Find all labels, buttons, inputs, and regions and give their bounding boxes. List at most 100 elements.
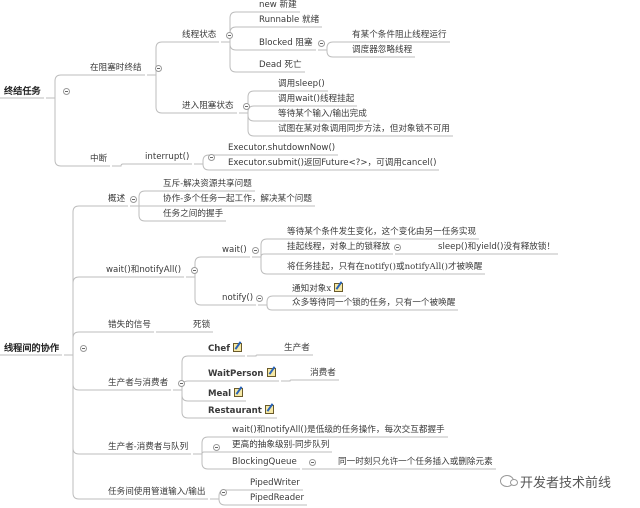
node-meal[interactable]: Meal bbox=[208, 388, 244, 400]
wechat-icon bbox=[500, 475, 518, 487]
node-queue-sync-queue[interactable]: 更高的抽象级别-同步队列 bbox=[232, 440, 330, 450]
node-producer[interactable]: 生产者 bbox=[284, 343, 310, 353]
branch-connector bbox=[173, 389, 204, 419]
node-overview-mutex[interactable]: 互斥-解决资源共享问题 bbox=[163, 179, 252, 189]
node-sync-lock-unavailable[interactable]: 试图在某对象调用同步方法，但对象锁不可用 bbox=[278, 124, 450, 134]
node-piped-io[interactable]: 任务间使用管道输入/输出 bbox=[108, 487, 206, 497]
node-notify-object-x[interactable]: 通知对象x bbox=[292, 283, 344, 295]
node-producer-consumer[interactable]: 生产者与消费者 bbox=[108, 378, 169, 388]
branch-connector bbox=[112, 163, 141, 167]
node-wait-suspend-until-notify[interactable]: 将任务挂起，只有在notify()或notifyAll()才被唤醒 bbox=[287, 262, 483, 272]
node-terminate-while-blocked[interactable]: 在阻塞时终结 bbox=[90, 63, 142, 73]
node-blocked-reason-scheduler[interactable]: 调度器忽略线程 bbox=[352, 45, 413, 55]
node-wait-release-lock[interactable]: 挂起线程，对象上的锁释放 bbox=[287, 242, 391, 252]
node-wait[interactable]: wait() bbox=[222, 245, 247, 255]
node-chef[interactable]: Chef bbox=[208, 343, 242, 355]
node-sleep-yield-no-release[interactable]: sleep()和yield()没有释放锁！ bbox=[438, 242, 556, 252]
collapse-toggle-thread-state[interactable] bbox=[226, 32, 233, 39]
branch-connector bbox=[221, 41, 255, 73]
node-enter-blocked-state[interactable]: 进入阻塞状态 bbox=[182, 101, 234, 111]
node-wait-notifyall[interactable]: wait()和notifyAll() bbox=[106, 265, 182, 275]
node-executor-shutdown-now[interactable]: Executor.shutdownNow() bbox=[228, 143, 336, 153]
node-producer-consumer-queue[interactable]: 生产者-消费者与队列 bbox=[108, 442, 189, 452]
node-consumer[interactable]: 消费者 bbox=[310, 368, 336, 378]
node-piped-reader[interactable]: PipedReader bbox=[250, 493, 304, 503]
node-blocked-reason-condition[interactable]: 有某个条件阻止线程运行 bbox=[352, 30, 447, 40]
branch-connector bbox=[247, 354, 280, 357]
root-node-end-task[interactable]: 终结任务 bbox=[4, 86, 41, 97]
collapse-toggle-release-lock[interactable] bbox=[394, 244, 401, 251]
branch-connector bbox=[147, 41, 178, 76]
node-thread-state[interactable]: 线程状态 bbox=[182, 30, 217, 40]
node-executor-submit[interactable]: Executor.submit()返回Future<?>，可调用cancel() bbox=[228, 158, 437, 168]
collapse-toggle-blocking-queue[interactable] bbox=[309, 459, 316, 466]
branch-connector bbox=[210, 498, 246, 506]
node-overview-cooperate[interactable]: 协作-多个任务一起工作，解决某个问题 bbox=[163, 194, 312, 204]
node-state-blocked[interactable]: Blocked 阻塞 bbox=[259, 38, 313, 48]
note-icon[interactable] bbox=[234, 388, 244, 397]
branch-connector bbox=[64, 205, 104, 356]
node-blocking-queue[interactable]: BlockingQueue bbox=[232, 457, 297, 467]
note-icon[interactable] bbox=[233, 343, 242, 352]
node-state-dead[interactable]: Dead 死亡 bbox=[259, 60, 302, 70]
branch-connector bbox=[239, 112, 274, 137]
branch-connector bbox=[186, 256, 218, 278]
note-icon[interactable] bbox=[266, 368, 276, 377]
collapse-toggle-wait-notifyall[interactable] bbox=[191, 267, 198, 274]
branch-connector bbox=[194, 163, 224, 171]
branch-connector bbox=[173, 355, 204, 391]
branch-connector bbox=[318, 41, 348, 51]
collapse-toggle-pc-queue[interactable] bbox=[213, 444, 220, 451]
collapse-toggle-wait[interactable] bbox=[252, 247, 259, 254]
node-missed-signal[interactable]: 错失的信号 bbox=[108, 320, 151, 330]
node-queue-low-level-ops[interactable]: wait()和notifyAll()是低级的任务操作，每次交互都握手 bbox=[232, 425, 445, 435]
branch-connector bbox=[130, 205, 159, 222]
node-piped-writer[interactable]: PipedWriter bbox=[250, 478, 300, 488]
node-notify[interactable]: notify() bbox=[222, 293, 254, 303]
collapse-toggle-blocked[interactable] bbox=[318, 40, 325, 47]
node-state-new[interactable]: new 新建 bbox=[259, 0, 297, 10]
branch-connector bbox=[64, 354, 104, 391]
branch-connector bbox=[193, 436, 228, 455]
collapse-toggle-notify[interactable] bbox=[256, 295, 263, 302]
branch-connector bbox=[64, 354, 104, 500]
branch-connector bbox=[193, 453, 228, 470]
collapse-toggle-interrupt[interactable] bbox=[208, 154, 215, 161]
collapse-toggle-cooperation[interactable] bbox=[80, 345, 87, 352]
node-wait-condition-change[interactable]: 等待某个条件发生变化，这个变化由另一任务实现 bbox=[287, 227, 477, 237]
branch-connector bbox=[64, 331, 104, 356]
node-waitperson[interactable]: WaitPerson bbox=[208, 368, 276, 380]
note-icon[interactable] bbox=[264, 405, 274, 414]
node-deadlock[interactable]: 死锁 bbox=[193, 320, 211, 330]
node-call-wait[interactable]: 调用wait()线程挂起 bbox=[278, 94, 355, 104]
node-overview[interactable]: 概述 bbox=[108, 194, 126, 204]
branch-connector bbox=[318, 49, 348, 58]
node-blocking-queue-one-task[interactable]: 同一时刻只允许一个任务插入或删除元素 bbox=[338, 457, 493, 467]
node-interrupt[interactable]: 中断 bbox=[90, 154, 108, 164]
node-call-sleep[interactable]: 调用sleep() bbox=[278, 79, 325, 89]
node-notify-one-woken[interactable]: 众多等待同一个锁的任务，只有一个被唤醒 bbox=[292, 298, 456, 308]
watermark: 开发者技术前线 bbox=[500, 470, 611, 492]
root-node-thread-cooperation[interactable]: 线程间的协作 bbox=[4, 343, 60, 354]
branch-connector bbox=[147, 74, 178, 114]
node-overview-handshake[interactable]: 任务之间的握手 bbox=[163, 209, 224, 219]
branch-connector bbox=[186, 276, 218, 306]
branch-connector bbox=[46, 74, 86, 99]
branch-connector bbox=[210, 489, 246, 500]
branch-connector bbox=[252, 256, 283, 275]
collapse-toggle-enter-blocked[interactable] bbox=[243, 103, 250, 110]
collapse-toggle-producer-consumer[interactable] bbox=[178, 380, 185, 387]
node-wait-io[interactable]: 等待某个输入/输出完成 bbox=[278, 109, 367, 119]
branch-connector bbox=[130, 190, 159, 207]
node-restaurant[interactable]: Restaurant bbox=[208, 405, 274, 417]
node-state-runnable[interactable]: Runnable 就绪 bbox=[259, 15, 320, 25]
note-icon[interactable] bbox=[334, 283, 344, 292]
collapse-toggle-piped-io[interactable] bbox=[220, 489, 227, 496]
collapse-toggle-overview[interactable] bbox=[130, 196, 137, 203]
branch-connector bbox=[258, 304, 288, 311]
watermark-text: 开发者技术前线 bbox=[520, 475, 612, 491]
collapse-toggle-end-task[interactable] bbox=[63, 88, 70, 95]
collapse-toggle-blocked-end[interactable] bbox=[155, 65, 162, 72]
node-interrupt-method[interactable]: interrupt() bbox=[145, 152, 190, 162]
